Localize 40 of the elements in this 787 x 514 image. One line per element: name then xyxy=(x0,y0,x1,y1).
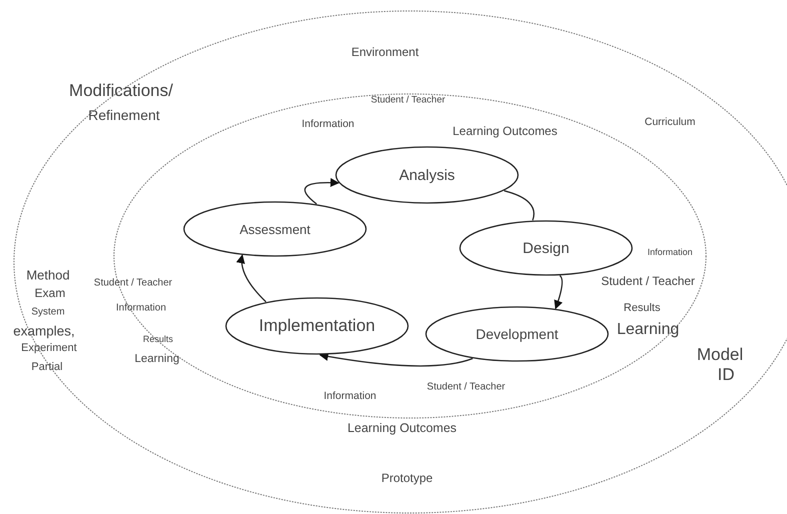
phase-ellipse xyxy=(335,146,519,204)
ring-label: Learning Outcomes xyxy=(452,124,558,138)
ring-label: Results xyxy=(624,302,660,314)
phase-ellipse xyxy=(225,297,409,355)
ring-label: Information xyxy=(647,247,693,257)
phase-label: Implementation xyxy=(258,316,376,336)
ring-label: Student / Teacher xyxy=(426,382,506,392)
cycle-arrow xyxy=(304,178,340,205)
ring-label: Partial xyxy=(31,361,63,373)
ring-label: ID xyxy=(718,365,734,385)
ring-label: Refinement xyxy=(88,107,160,123)
ring-label: Learning xyxy=(134,353,180,365)
cycle-arrow xyxy=(236,254,266,302)
phase-ellipse xyxy=(425,306,609,362)
ring-label: Learning Outcomes xyxy=(347,421,457,435)
ring-label: Exam xyxy=(34,286,66,300)
ring-label: Environment xyxy=(351,45,419,59)
phase-label: Analysis xyxy=(399,166,455,184)
ring-label: System xyxy=(31,306,65,318)
phase-label: Design xyxy=(522,240,570,256)
ring-label: Student / Teacher xyxy=(94,278,172,288)
ring-label: Model xyxy=(696,345,744,365)
phase-ellipse xyxy=(183,201,367,257)
phase-ellipse xyxy=(459,220,633,276)
ring-label: Results xyxy=(143,334,173,344)
ring-label: Modifications/ xyxy=(69,81,173,101)
cycle-arrow xyxy=(554,275,563,310)
ring-label: Information xyxy=(302,118,354,130)
ring-label: Information xyxy=(116,302,166,314)
ring-label: Prototype xyxy=(381,471,433,485)
ring-label: examples, xyxy=(13,324,75,338)
ring-label: Student / Teacher xyxy=(601,274,695,288)
phase-label: Development xyxy=(476,326,558,342)
phase-label: Assessment xyxy=(240,222,310,236)
ring-label: Student / Teacher xyxy=(370,94,446,106)
ring-label: Method xyxy=(26,268,70,282)
ring-label: Learning xyxy=(616,321,680,339)
ring-label: Experiment xyxy=(21,342,77,354)
ring-label: Curriculum xyxy=(644,116,696,128)
ring-label: Information xyxy=(324,390,376,402)
